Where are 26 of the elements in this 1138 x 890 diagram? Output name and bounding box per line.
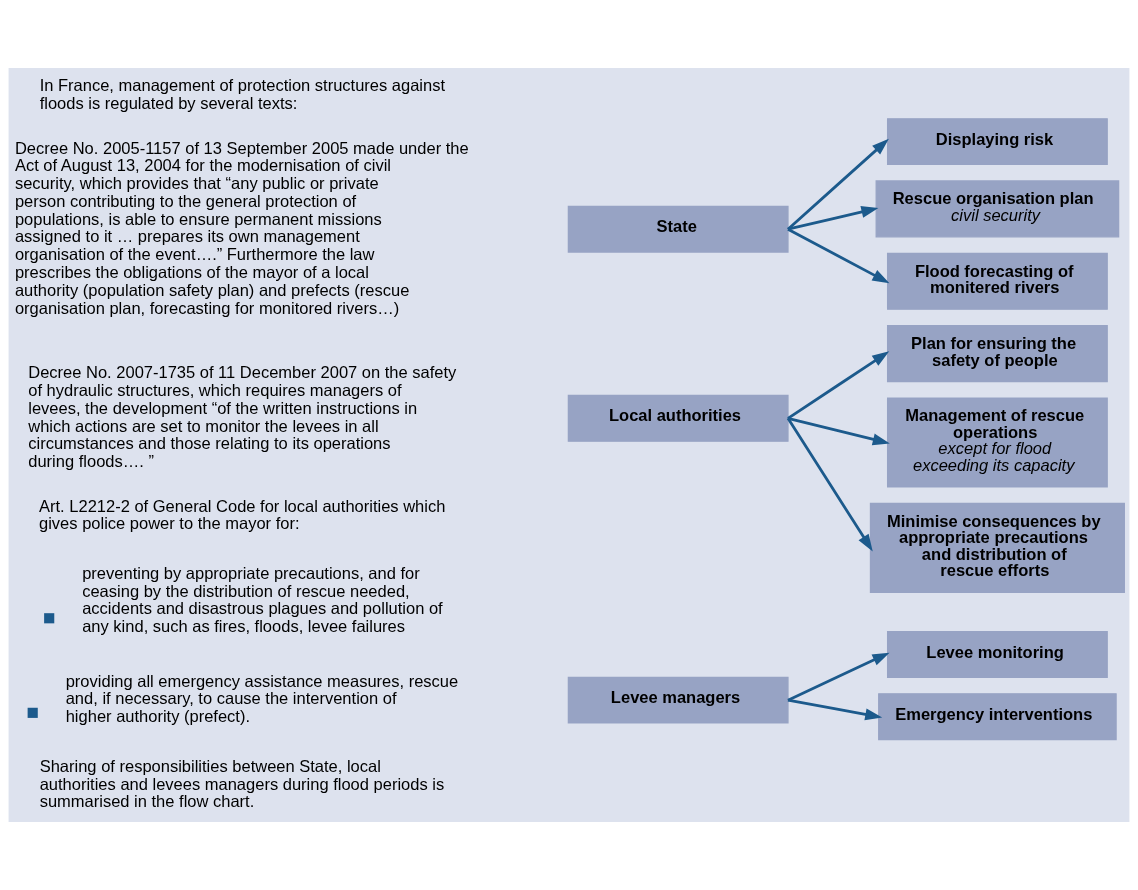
node-box: Management of rescue operations except for flood exceeding its capacity [886,397,1108,488]
node-box: Flood forecasting of monitered rivers [886,252,1108,310]
node-box: Displaying risk [886,118,1108,166]
node-box: Minimise consequences by appropriate precautions and distribution of rescue efforts [869,502,1125,593]
node-box: State [567,205,789,253]
arrow [786,417,873,552]
label: In France, management of protection structures against floods is regulated by several texts: [39,76,446,113]
label: Sharing of responsibilities between State, local authorities and levees managers during flood periods is summarised in the flow chart. [39,756,445,811]
node-box: Levee managers [567,676,789,724]
arrow [787,652,890,702]
arrow [787,417,890,446]
label: Art. L2212-2 of General Code for local authorities which gives police power to the mayor for: [39,496,446,533]
arrow [787,227,890,284]
node-box: Plan for ensuring the safety of people [886,325,1108,383]
node-box: Emergency interventions [878,693,1117,741]
node-box: Levee monitoring [886,630,1108,678]
label: preventing by appropriate precautions, and for ceasing by the distribution of rescue needed, accidents and disastrous plagues and pollution of any kind, such as fires, floods, levee failures [82,563,443,636]
label: providing all emergency assistance measures, rescue and, if necessary, to cause the intervention of higher authority (prefect). [65,671,459,726]
label: Decree No. 2005-1157 of 13 September 2005 made under the Act of August 13, 2004 for the modernisation of civil security, which provides that “any public or private person contributing to the general protection of populations, is able to ensure permanent missions assigned to it … prepares its own management organisation of the event….” Furthermore the law prescribes the obligations of the mayor of a local authority (population safety plan) and prefects (rescue organisation plan, forecasting for monitored rivers…) [14,138,469,317]
arrow [787,138,889,231]
arrow [787,206,879,231]
arrow [787,698,883,721]
node-box: Rescue organisation plan civil security [875,180,1120,238]
label: Decree No. 2007-1735 of 11 December 2007 on the safety of hydraulic structures, which requires managers of levees, the development “of the written instructions in which actions are set to monitor the levees in all circumstances and those relating to its operations during floods…. ” [28,363,457,471]
node-box: Local authorities [567,394,789,442]
arrow [787,351,890,420]
